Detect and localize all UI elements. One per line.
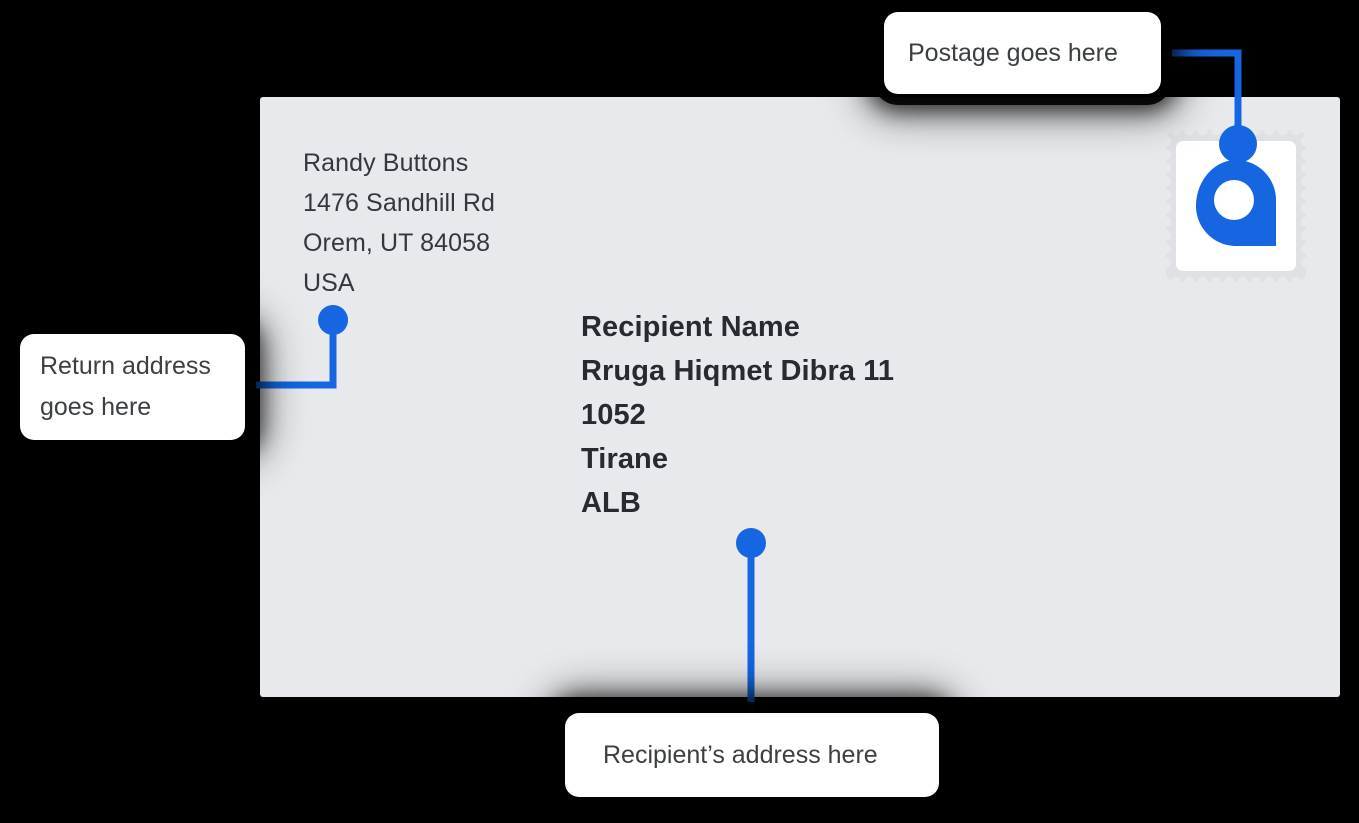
return-address-line-4: USA <box>303 269 355 297</box>
return-address-line-1: Randy Buttons <box>303 149 469 177</box>
recipient-address-block: Recipient Name Rruga Hiqmet Dibra 11 105… <box>581 305 894 525</box>
return-address-line-2: 1476 Sandhill Rd <box>303 189 496 217</box>
callout-return-line-2: goes here <box>40 393 152 421</box>
callout-return-address: Return address goes here <box>20 334 245 440</box>
recipient-address-line-2: Rruga Hiqmet Dibra 11 <box>581 355 895 387</box>
return-address-block: Randy Buttons 1476 Sandhill Rd Orem, UT … <box>303 143 495 303</box>
recipient-address-line-4: Tirane <box>581 443 669 475</box>
return-address-line-3: Orem, UT 84058 <box>303 229 491 257</box>
callout-recipient-line-1: Recipient’s address here <box>603 740 878 769</box>
postage-stamp <box>1166 130 1306 282</box>
callout-recipient-address: Recipient’s address here <box>565 713 939 797</box>
recipient-address-line-1: Recipient Name <box>581 311 800 343</box>
location-pin-logo-icon <box>1196 160 1276 246</box>
recipient-address-line-5: ALB <box>581 487 641 519</box>
callout-return-line-1: Return address <box>40 352 211 380</box>
callout-postage-line-1: Postage goes here <box>908 38 1118 67</box>
callout-postage: Postage goes here <box>884 12 1161 94</box>
envelope <box>260 97 1340 697</box>
recipient-address-line-3: 1052 <box>581 399 646 431</box>
